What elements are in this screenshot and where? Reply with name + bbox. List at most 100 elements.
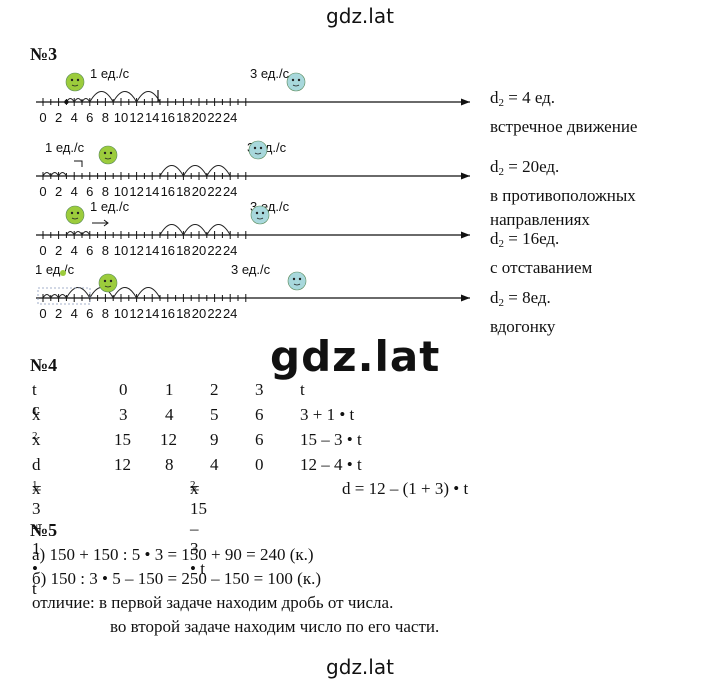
tick-label: 12	[129, 306, 143, 321]
task3-title: №3	[30, 44, 58, 64]
tick-label: 8	[102, 110, 109, 125]
figure-mouth	[71, 217, 79, 220]
tick-label: 20	[192, 306, 206, 321]
figure-mouth	[104, 285, 112, 288]
tick-label: 14	[145, 306, 159, 321]
jump-arc	[81, 98, 91, 103]
tick-label: 2	[55, 243, 62, 258]
figure-eye	[103, 151, 107, 155]
figure-body	[250, 205, 270, 225]
tick-label: 14	[145, 243, 159, 258]
jump-arc	[73, 98, 83, 103]
tick-label: 2	[55, 110, 62, 125]
jump-arc	[136, 286, 161, 299]
tick-label: 12	[129, 110, 143, 125]
tick-label: 16	[161, 243, 175, 258]
jump-arc	[112, 90, 138, 103]
tick-label: 20	[192, 110, 206, 125]
jump-arc	[159, 223, 184, 236]
tick-label: 4	[71, 110, 78, 125]
jump-arc	[50, 172, 60, 177]
answer-3: d2 = 16ед. с отставанием	[490, 229, 593, 277]
jump-arc	[206, 164, 231, 177]
jump-arc	[58, 172, 67, 177]
jump-arc	[73, 231, 83, 236]
jump-arc	[89, 90, 114, 103]
answer-4: d2 = 8ед. вдогонку	[490, 288, 556, 336]
jump-arc	[81, 231, 91, 236]
figure-eye	[76, 78, 80, 82]
tick-label: 18	[176, 184, 190, 199]
figure-eye	[298, 277, 302, 281]
tick-label: 2	[55, 184, 62, 199]
figure-mouth	[292, 84, 300, 87]
jump-arc	[182, 223, 208, 236]
figure-mouth	[104, 157, 112, 160]
tick-label: 4	[71, 306, 78, 321]
tick-label: 24	[223, 306, 237, 321]
axis-arrow-icon	[461, 172, 470, 180]
figure-eye	[291, 78, 295, 82]
jump-arc	[159, 164, 184, 177]
tick-label: 0	[39, 110, 46, 125]
tick-label: 4	[71, 184, 78, 199]
task5-line-diff-1: отличие: в первой задаче находим дробь о…	[32, 593, 394, 612]
figure-eye	[255, 211, 259, 215]
axis-arrow-icon	[461, 294, 470, 302]
jump-arc	[50, 294, 60, 299]
tick-label: 24	[223, 184, 237, 199]
tick-label: 14	[145, 184, 159, 199]
figure-eye	[297, 78, 301, 82]
figure-mouth	[256, 217, 264, 220]
jump-arc	[65, 231, 75, 236]
task5-line-b: б) 150 : 3 • 5 – 150 = 250 – 150 = 100 (…	[32, 569, 321, 588]
jump-arc	[42, 172, 52, 177]
green-figure-icon	[65, 72, 85, 92]
tick-label: 24	[223, 110, 237, 125]
green-figure-icon	[65, 205, 85, 225]
tick-label: 14	[145, 110, 159, 125]
tick-label: 22	[207, 243, 221, 258]
tick-label: 6	[86, 243, 93, 258]
tick-label: 2	[55, 306, 62, 321]
tick-label: 16	[161, 306, 175, 321]
right-speed-label: 3 ед./с	[250, 66, 290, 81]
left-speed-label: 1 ед./с	[35, 262, 75, 277]
figure-mouth	[254, 152, 262, 155]
green-figure-icon	[98, 273, 118, 293]
tick-label: 10	[114, 243, 128, 258]
tick-label: 6	[86, 184, 93, 199]
tick-label: 22	[207, 110, 221, 125]
answer-2: d2 = 20ед. в противоположных направления…	[490, 157, 636, 229]
watermark-middle: gdz.lat	[270, 332, 441, 381]
answer-1: d2 = 4 ед. встречное движение	[490, 88, 638, 136]
tick-label: 20	[192, 184, 206, 199]
tick-label: 10	[114, 184, 128, 199]
figure-eye	[292, 277, 296, 281]
tick-label: 12	[129, 243, 143, 258]
blue-figure-icon	[286, 72, 306, 92]
left-speed-label: 1 ед./с	[90, 66, 130, 81]
figure-mouth	[71, 84, 79, 87]
task4-title: №4	[30, 355, 58, 375]
left-speed-label: 1 ед./с	[45, 140, 85, 155]
axis-arrow-icon	[461, 231, 470, 239]
figure-body	[287, 271, 307, 291]
left-speed-label: 1 ед./с	[90, 199, 130, 214]
axis-arrow-icon	[461, 98, 470, 106]
tick-label: 16	[161, 184, 175, 199]
figure-body	[65, 205, 85, 225]
tick-label: 8	[102, 306, 109, 321]
tick-label: 10	[114, 110, 128, 125]
handle-dot	[60, 270, 66, 276]
tick-label: 10	[114, 306, 128, 321]
tick-label: 22	[207, 306, 221, 321]
figure-eye	[253, 146, 257, 150]
direction-arrow-icon	[92, 219, 109, 227]
figure-eye	[103, 279, 107, 283]
tick-label: 0	[39, 184, 46, 199]
tick-label: 24	[223, 243, 237, 258]
